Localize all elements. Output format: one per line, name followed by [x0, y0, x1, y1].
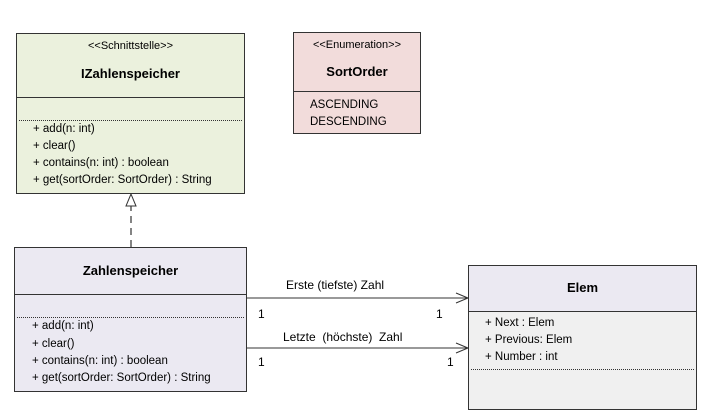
class-name: Elem	[566, 280, 599, 295]
enumeration-sortorder[interactable]: <<Enumeration>> SortOrder ASCENDING DESC…	[293, 32, 421, 134]
dotted-divider	[471, 369, 694, 370]
association-last-source-multiplicity: 1	[258, 355, 265, 369]
interface-izahlenspeicher[interactable]: <<Schnittstelle>> IZahlenspeicher + add(…	[16, 33, 245, 194]
divider	[17, 97, 244, 98]
enumeration-literal: DESCENDING	[310, 116, 387, 128]
interface-operation: + contains(n: int) : boolean	[33, 157, 169, 169]
interface-operation: + clear()	[33, 140, 76, 152]
interface-operation: + get(sortOrder: SortOrder) : String	[33, 174, 212, 186]
class-elem[interactable]: Elem + Next : Elem + Previous: Elem + Nu…	[468, 265, 697, 410]
interface-operation: + add(n: int)	[33, 123, 95, 135]
class-attribute: + Number : int	[485, 351, 558, 363]
class-name: Zahlenspeicher	[82, 263, 179, 278]
elem-header: Elem	[469, 266, 696, 311]
enumeration-name: SortOrder	[326, 64, 388, 79]
association-first-target-multiplicity: 1	[436, 307, 443, 321]
class-attribute: + Previous: Elem	[485, 334, 573, 346]
association-last-label: Letzte (höchste) Zahl	[283, 330, 403, 344]
interface-name: IZahlenspeicher	[81, 66, 180, 81]
interface-stereotype: <<Schnittstelle>>	[87, 40, 173, 52]
class-zahlenspeicher[interactable]: Zahlenspeicher + add(n: int) + clear() +…	[14, 247, 247, 392]
enumeration-stereotype: <<Enumeration>>	[312, 39, 402, 51]
class-attribute: + Next : Elem	[485, 317, 555, 329]
enumeration-literal: ASCENDING	[310, 99, 379, 111]
interface-header: <<Schnittstelle>> IZahlenspeicher	[17, 34, 244, 97]
realization-arrowhead	[125, 192, 137, 207]
class-operation: + contains(n: int) : boolean	[32, 355, 168, 367]
association-last-target-multiplicity: 1	[447, 355, 454, 369]
dotted-divider	[19, 120, 242, 121]
dotted-divider	[17, 317, 244, 318]
association-first-label: Erste (tiefste) Zahl	[286, 278, 385, 292]
divider	[15, 294, 246, 295]
divider	[469, 311, 696, 312]
class-operation: + get(sortOrder: SortOrder) : String	[32, 372, 211, 384]
class-operation: + clear()	[32, 338, 75, 350]
class-operation: + add(n: int)	[32, 320, 94, 332]
association-first-source-multiplicity: 1	[258, 307, 265, 321]
divider	[294, 91, 420, 92]
